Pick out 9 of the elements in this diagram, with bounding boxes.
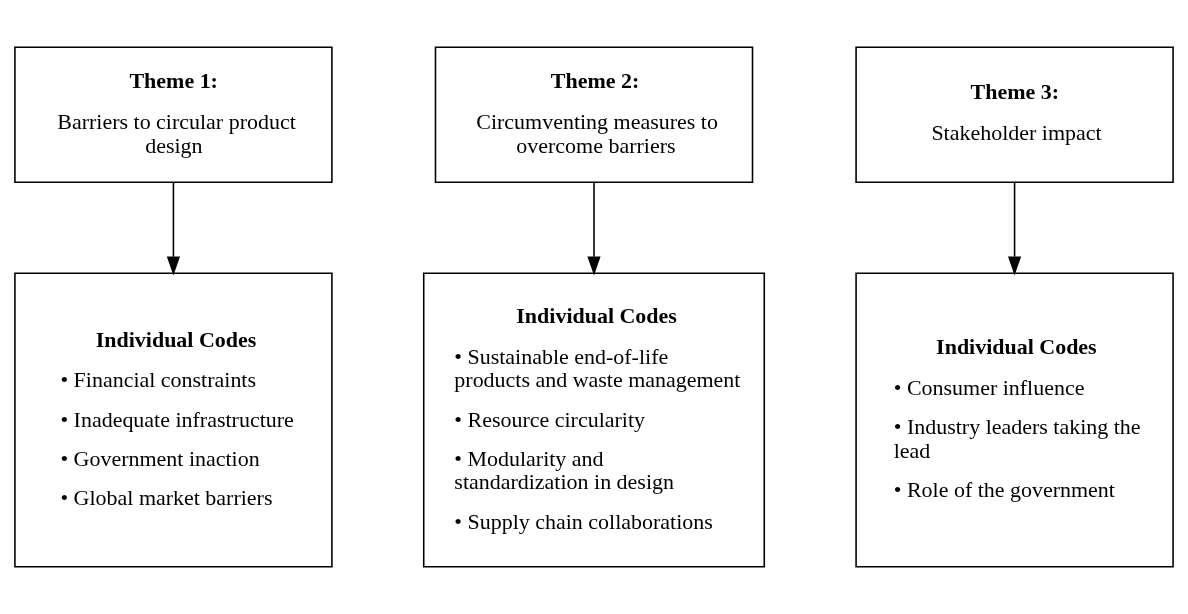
node-box: Theme 3: Stakeholder impact: [855, 46, 1174, 184]
arrow: [587, 181, 601, 276]
node-box: Individual Codes • Financial constraints • Inadequate infrastructure • Government inaction • Global market barriers: [14, 272, 333, 568]
node-box: Individual Codes • Consumer influence • Industry leaders taking the lead • Role of the government: [855, 272, 1174, 568]
node-box: Theme 2: Circumventing measures to overcome barriers: [434, 46, 754, 184]
node-box: Theme 1: Barriers to circular product design: [14, 46, 333, 184]
arrow: [166, 181, 180, 276]
node-box: Individual Codes • Sustainable end-of-life products and waste management • Resource circularity • Modularity and standardization in design • Supply chain collaborations: [422, 272, 766, 568]
arrow: [1008, 181, 1022, 276]
